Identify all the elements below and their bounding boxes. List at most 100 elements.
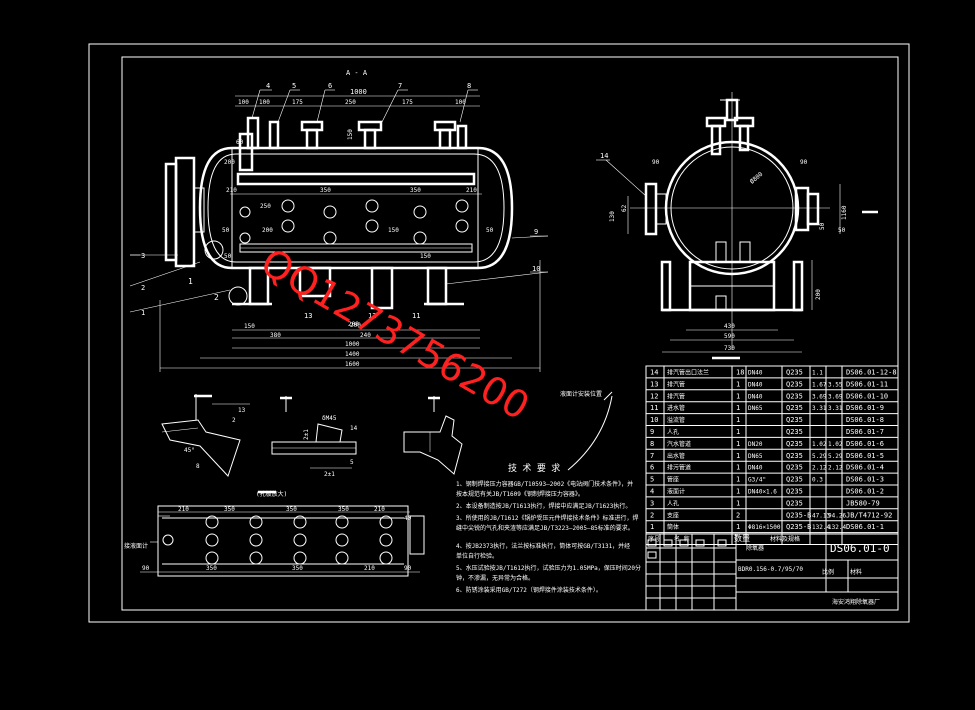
bom-row-material: Q235 bbox=[786, 392, 803, 400]
side-dim-430: 430 bbox=[724, 323, 735, 330]
bom-row-name: 进水管 bbox=[667, 404, 685, 412]
side-dim-dia: Ø800 bbox=[749, 171, 765, 186]
bom-row-no: 13 bbox=[650, 380, 658, 388]
bom-row-total-weight: 3.55 bbox=[828, 381, 843, 388]
bom-row-qty: 1 bbox=[736, 416, 740, 424]
note-line-4: 3、所使用的JB/T1612《锅炉受压元件焊接技术条件》标准进行，焊 bbox=[456, 514, 639, 522]
callout-7: 7 bbox=[398, 82, 402, 90]
side-dim-90-b: 90 bbox=[800, 159, 808, 166]
bom-row-qty: 1 bbox=[736, 464, 740, 472]
bom-row-spec: DN40 bbox=[748, 381, 763, 388]
dim-100-a: 100 bbox=[238, 99, 249, 106]
dim-1000-bottom: 1000 bbox=[345, 341, 360, 348]
bom-row-name: 排汽管 bbox=[667, 380, 685, 388]
dim-200-a: 200 bbox=[224, 159, 235, 166]
bom-row-code: DS06.01-6 bbox=[846, 440, 884, 448]
note-line-2: 按本规范有关JB/T1609《钢制焊接压力容器》。 bbox=[456, 490, 584, 498]
bom-row-no: 7 bbox=[650, 452, 654, 460]
side-dim-50-b: 50 bbox=[838, 227, 846, 234]
bom-row-total-weight: 3.31 bbox=[828, 405, 843, 412]
bom-row-qty: 1 bbox=[736, 440, 740, 448]
dim-250: 250 bbox=[345, 99, 356, 106]
bom-row-material: Q235-B bbox=[786, 523, 811, 531]
svg-text:150: 150 bbox=[347, 129, 354, 140]
bom-outline bbox=[645, 365, 899, 545]
title-drawing-no: DS06.01-0 bbox=[830, 542, 890, 555]
detail-views: 45° 8 2 13 δM45 14 5 2±1 2±1 液面计安装位置 bbox=[161, 390, 613, 478]
bom-row-spec: DN40 bbox=[748, 370, 763, 377]
bom-row-code: DS06.01-7 bbox=[846, 428, 884, 436]
bom-row-qty: 1 bbox=[736, 380, 740, 388]
bom-row-spec: DN65 bbox=[748, 405, 763, 412]
bom-row-name: 溢流管 bbox=[667, 416, 685, 424]
bom-row-no: 4 bbox=[650, 488, 654, 496]
bom-row-spec: Φ816×1500 bbox=[748, 524, 781, 531]
callout-1: 1 bbox=[141, 309, 145, 317]
bom-row-name: 出水管 bbox=[667, 452, 685, 460]
callout-8: 8 bbox=[467, 82, 471, 90]
bom-row-material: Q235 bbox=[786, 476, 803, 484]
svg-text:接液面计: 接液面计 bbox=[124, 542, 148, 550]
bom-row-material: Q235 bbox=[786, 440, 803, 448]
bom-row-material: Q235 bbox=[786, 499, 803, 507]
bom-row-spec: DN20 bbox=[748, 441, 763, 448]
callout-10: 10 bbox=[532, 265, 540, 273]
detail-dim-2-1-a: 2±1 bbox=[303, 429, 310, 440]
dim-1600: 1600 bbox=[345, 361, 360, 368]
bom-row-name: 管座 bbox=[667, 476, 679, 484]
svg-text:62: 62 bbox=[621, 204, 628, 212]
bom-row-no: 9 bbox=[650, 428, 654, 436]
note-line-10: 6、防锈涂装采用GB/T272（钢焊接件涂装技术条件）。 bbox=[456, 586, 602, 594]
bom-row-qty: 18 bbox=[736, 369, 744, 377]
callout-2: 2 bbox=[141, 284, 145, 292]
side-dim-50-a: 50 bbox=[819, 222, 826, 230]
bom-row-code: DS06.01-5 bbox=[846, 452, 884, 460]
notes-title: 技 术 要 求 bbox=[508, 462, 560, 474]
bom-row-name: 排污管道 bbox=[667, 464, 691, 472]
bom-row-code: DS06.01-3 bbox=[846, 476, 884, 484]
bom-row-unit-weight: 2.12 bbox=[812, 465, 827, 472]
side-view: 430 590 730 90 90 200 1160 50 50 Ø800 13… bbox=[596, 92, 878, 360]
dim-175-a: 175 bbox=[292, 99, 303, 106]
bom-row-code: DS06.01-9 bbox=[846, 404, 884, 412]
bom-row-material: Q235 bbox=[786, 428, 803, 436]
bom-row-code: DS06.01-8 bbox=[846, 416, 884, 424]
plate-dim-350-c: 350 bbox=[338, 506, 349, 513]
bom-row-no: 5 bbox=[650, 476, 654, 484]
bom-row-qty: 1 bbox=[736, 488, 740, 496]
bom-header-qty: 数量 bbox=[734, 533, 750, 543]
bom-row-spec: G3/4" bbox=[748, 477, 766, 484]
bom-row-unit-weight: 0.3 bbox=[812, 477, 823, 484]
title-scale: 比例 bbox=[822, 568, 834, 576]
callout-11: 11 bbox=[412, 312, 420, 320]
callout-3: 3 bbox=[141, 252, 145, 260]
bom-row-unit-weight: 1.02 bbox=[812, 441, 827, 448]
bom-row-unit-weight: 1.1 bbox=[812, 370, 823, 377]
bom-row-qty: 1 bbox=[736, 499, 740, 507]
bom-row-qty: 1 bbox=[736, 452, 740, 460]
bom-row-no: 14 bbox=[650, 369, 658, 377]
callout-12: 12 bbox=[368, 312, 376, 320]
title-block: 除氧器 BDR0.156-0.7/95/70 DS06.01-0 比例 材料 海… bbox=[645, 533, 899, 611]
detail-dim-14: 14 bbox=[350, 425, 358, 432]
detail-dim-45: 45° bbox=[184, 447, 195, 454]
note-line-9: 钟，不渗漏，无异常为合格。 bbox=[456, 574, 534, 582]
bom-row-unit-weight: 1.67 bbox=[812, 381, 827, 388]
dim-210-b: 210 bbox=[466, 187, 477, 194]
plate-dim-350-e: 350 bbox=[292, 565, 303, 572]
svg-text:液面计安装位置: 液面计安装位置 bbox=[560, 390, 602, 398]
detail-dim-13: 13 bbox=[238, 407, 246, 414]
bom-row-name: 人孔 bbox=[667, 499, 679, 507]
title-company: 海安鸿翔除氧器厂 bbox=[832, 598, 880, 606]
callout-9: 9 bbox=[534, 228, 538, 236]
bom-row-total-weight: 5.29 bbox=[828, 453, 843, 460]
bom-row-total-weight: 3.69 bbox=[828, 393, 843, 400]
plate-dim-90-b: 90 bbox=[404, 565, 412, 572]
dim-175-b: 175 bbox=[402, 99, 413, 106]
dim-210-a: 210 bbox=[226, 187, 237, 194]
dim-200-b: 200 bbox=[262, 227, 273, 234]
bom-row-spec: DN40 bbox=[748, 465, 763, 472]
bom-row-no: 8 bbox=[650, 440, 654, 448]
